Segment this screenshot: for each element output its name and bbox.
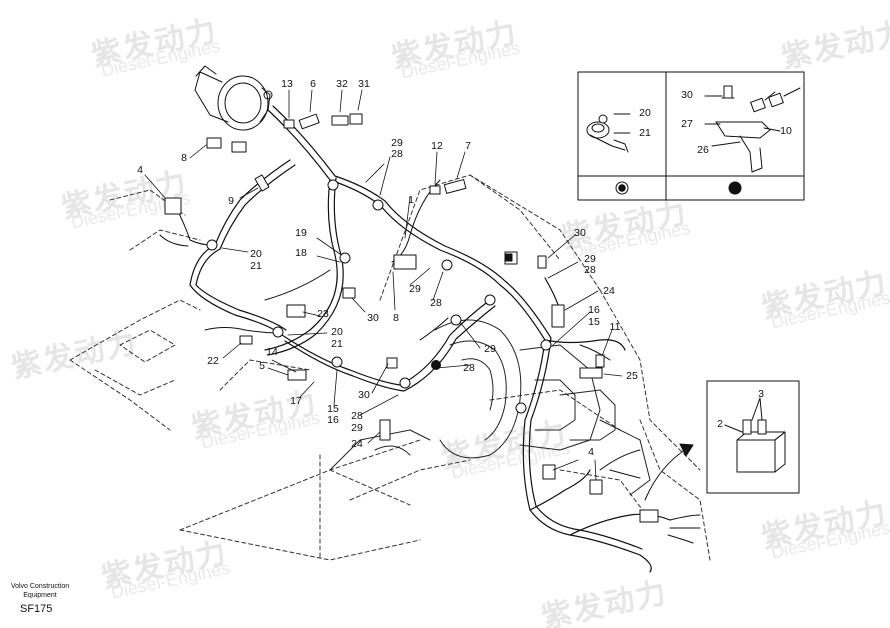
- callout-15: 15: [588, 315, 600, 328]
- legend-hollow-marker: [615, 181, 629, 195]
- bolt-30c: [537, 255, 547, 269]
- detail-arrow: [644, 443, 694, 501]
- callout-20: 20: [250, 247, 262, 260]
- callout-12: 12: [431, 139, 443, 152]
- relay-detail-box: [706, 380, 800, 494]
- callout-30: 30: [367, 311, 379, 324]
- branch-cables: [159, 179, 701, 544]
- switch-6: [298, 113, 320, 130]
- callout-11: 11: [609, 320, 621, 333]
- connector-4a: [164, 197, 182, 215]
- callout-2: 2: [717, 417, 723, 430]
- footer-org-line2: Equipment: [23, 592, 57, 599]
- callout-20: 20: [331, 325, 343, 338]
- callout-14: 14: [266, 345, 278, 358]
- legend-filled-marker: [728, 181, 742, 195]
- callout-26: 26: [697, 143, 709, 156]
- connector-4b: [542, 464, 556, 480]
- clamp-marker-square: [504, 253, 513, 262]
- callout-29: 29: [584, 252, 596, 265]
- harness-clamps: [206, 179, 552, 414]
- pump-assembly: [329, 319, 651, 496]
- plug-31: [349, 113, 363, 125]
- leader-lines: [144, 89, 623, 481]
- callout-28: 28: [463, 361, 475, 374]
- callout-28: 28: [391, 147, 403, 160]
- drawing-code: SF175: [20, 603, 53, 615]
- callout-17: 17: [290, 394, 302, 407]
- callout-16: 16: [588, 303, 600, 316]
- sensor-9: [254, 174, 270, 192]
- sensor-7: [443, 179, 467, 194]
- clamp-marker-filled: [431, 360, 441, 370]
- alternator: [194, 65, 273, 131]
- bolt-30a: [342, 287, 356, 299]
- callout-4: 4: [137, 163, 143, 176]
- callout-22: 22: [207, 354, 219, 367]
- callout-21: 21: [331, 337, 343, 350]
- plug-32: [331, 115, 349, 126]
- callout-4: 4: [588, 445, 594, 458]
- callout-24: 24: [351, 437, 363, 450]
- callout-32: 32: [336, 77, 348, 90]
- callout-28: 28: [430, 296, 442, 309]
- callout-15: 15: [327, 402, 339, 415]
- callout-30: 30: [681, 88, 693, 101]
- callout-5: 5: [259, 359, 265, 372]
- callout-27: 27: [681, 117, 693, 130]
- callout-3: 3: [758, 387, 764, 400]
- callout-29: 29: [484, 342, 496, 355]
- callout-6: 6: [310, 77, 316, 90]
- bolt-22: [239, 335, 253, 345]
- bolt-13: [283, 119, 295, 129]
- callout-9: 9: [228, 194, 234, 207]
- fuse-holder-23: [286, 304, 306, 318]
- callout-21: 21: [639, 126, 651, 139]
- callout-10: 10: [780, 124, 792, 137]
- callout-30: 30: [358, 388, 370, 401]
- connector-8b: [231, 141, 247, 153]
- bracket-24a: [551, 304, 565, 328]
- sensor-5: [287, 369, 307, 381]
- callout-8: 8: [393, 311, 399, 324]
- callout-28: 28: [584, 263, 596, 276]
- callout-1: 1: [408, 193, 414, 206]
- machine-frame-outline: [69, 174, 711, 561]
- footer-organization: Volvo Construction Equipment: [8, 582, 72, 600]
- callout-19: 19: [295, 226, 307, 239]
- callout-30: 30: [574, 226, 586, 239]
- bolt-30b: [386, 357, 398, 369]
- connector-11: [595, 354, 605, 368]
- callout-25: 25: [626, 369, 638, 382]
- callout-29: 29: [351, 421, 363, 434]
- connector-end: [639, 509, 659, 523]
- connectors: [164, 113, 659, 523]
- callout-20: 20: [639, 106, 651, 119]
- relay-25: [579, 367, 603, 379]
- footer-org-line1: Volvo Construction: [10, 583, 70, 590]
- connector-4c: [589, 479, 603, 495]
- bolt-12: [429, 185, 441, 195]
- callout-7: 7: [465, 139, 471, 152]
- inset-detail-box: [577, 71, 805, 201]
- bracket-24b: [379, 419, 391, 441]
- connector-8a: [206, 137, 222, 149]
- callout-13: 13: [281, 77, 293, 90]
- callout-28: 28: [351, 409, 363, 422]
- callout-16: 16: [327, 413, 339, 426]
- callout-18: 18: [295, 246, 307, 259]
- callout-31: 31: [358, 77, 370, 90]
- callout-29: 29: [391, 136, 403, 149]
- callout-21: 21: [250, 259, 262, 272]
- callout-29: 29: [409, 282, 421, 295]
- callout-23: 23: [317, 307, 329, 320]
- connector-8c: [393, 254, 417, 270]
- callout-8: 8: [181, 151, 187, 164]
- callout-24: 24: [603, 284, 615, 297]
